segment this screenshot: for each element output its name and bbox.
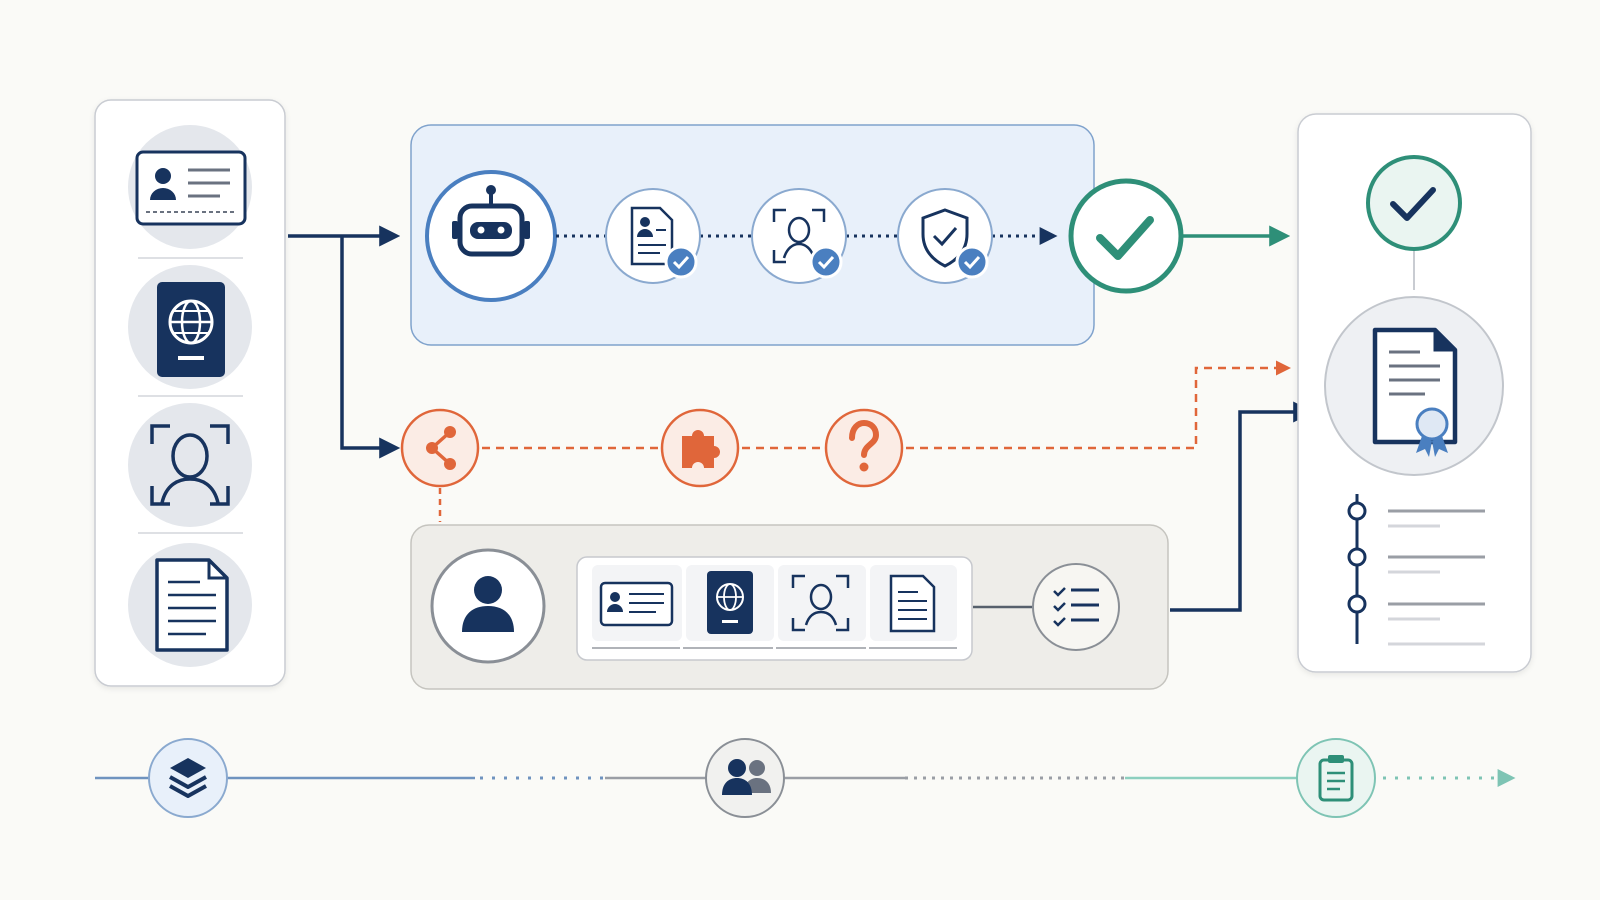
question-mark-icon — [824, 408, 904, 488]
layers-icon — [148, 738, 228, 818]
checklist-icon — [1032, 563, 1120, 651]
timeline-step — [1347, 501, 1485, 528]
manual-to-outcome-connector — [1170, 401, 1315, 612]
bottom-timeline — [95, 738, 1516, 818]
shield-check-icon — [897, 188, 993, 284]
outcome-timeline — [1347, 494, 1485, 646]
face-scan-check-icon — [751, 188, 847, 284]
face-scan-icon — [128, 403, 252, 527]
evidence-face-scan-icon — [778, 565, 866, 641]
evidence-id-card-icon — [592, 565, 682, 641]
approved-check-icon — [1366, 155, 1462, 251]
robot-icon — [425, 170, 557, 302]
document-icon — [128, 543, 252, 667]
id-card-icon — [128, 125, 252, 249]
document-check-icon — [605, 188, 701, 284]
share-nodes-icon — [400, 408, 480, 488]
timeline-step — [1347, 594, 1485, 646]
evidence-passport-icon — [686, 565, 774, 641]
input-documents-panel — [94, 99, 286, 687]
passport-globe-icon — [128, 265, 252, 389]
evidence-document-icon — [870, 565, 957, 641]
manual-review-panel — [410, 524, 1169, 690]
people-icon — [705, 738, 785, 818]
person-icon — [430, 548, 546, 664]
automated-result-check-icon — [1068, 178, 1184, 294]
puzzle-piece-icon — [660, 408, 740, 488]
clipboard-icon — [1296, 738, 1376, 818]
evidence-strip — [576, 556, 973, 661]
timeline-step — [1347, 547, 1485, 574]
exception-path — [400, 360, 1291, 522]
input-connectors — [288, 225, 401, 459]
certificate-icon — [1324, 296, 1504, 476]
automated-verification-panel — [410, 124, 1095, 346]
outcome-panel — [1297, 113, 1532, 673]
